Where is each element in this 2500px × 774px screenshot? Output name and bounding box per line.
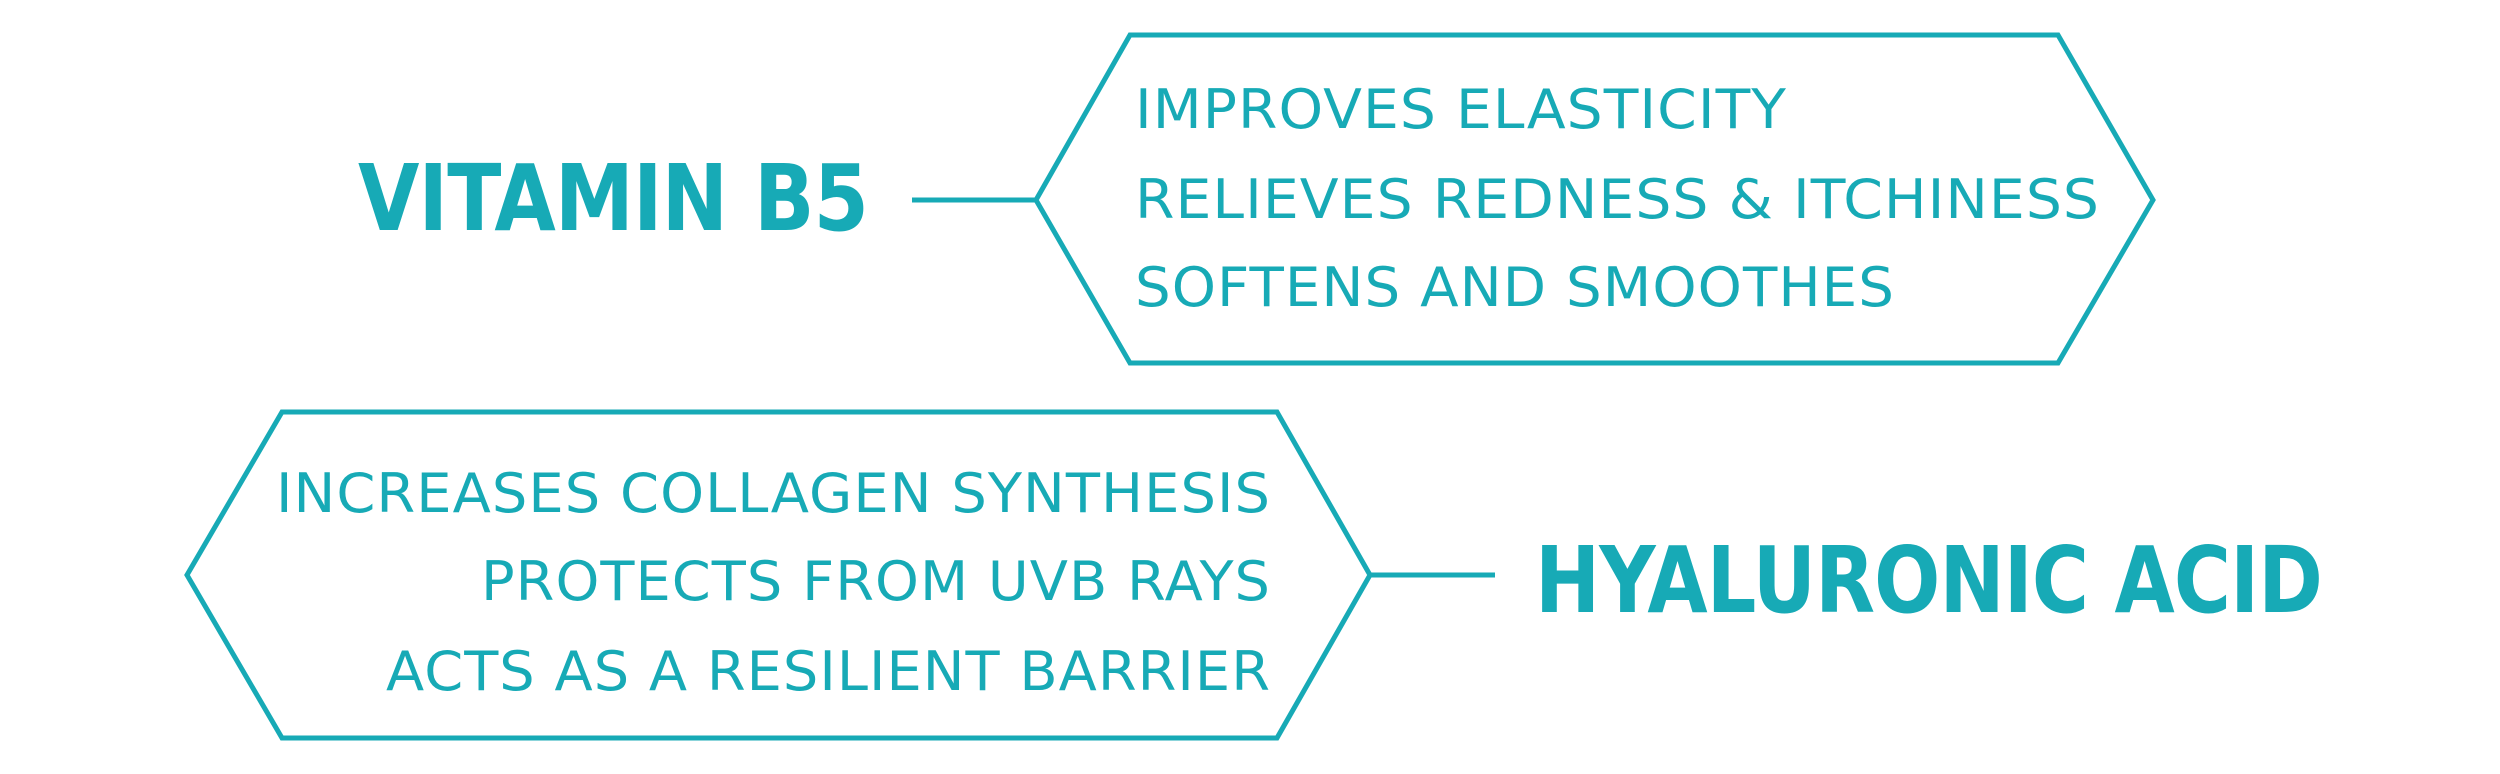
benefit-line-resilient-barrier: ACTS AS A RESILIENT BARRIER	[386, 640, 1271, 703]
benefit-line-improves-elasticity: IMPROVES ELASTICITY	[1135, 78, 1787, 141]
ingredient-name-hyaluronic-acid: HYALURONIC ACID	[1535, 527, 2322, 634]
benefits-hexagon-hyaluronic-acid	[184, 409, 1373, 741]
benefit-line-relieves-redness: RELIEVES REDNESS & ITCHINESS	[1135, 168, 2100, 231]
benefit-line-softens-smoothes: SOFTENS AND SMOOTHES	[1135, 256, 1895, 319]
ingredient-group-vitamin-b5: VITAMIN B5 IMPROVES ELASTICITY RELIEVES …	[358, 32, 2156, 366]
benefits-hexagon-vitamin-b5	[1033, 32, 2156, 366]
benefit-line-increases-collagen: INCREASES COLLAGEN SYNTHESIS	[276, 462, 1271, 525]
ingredient-name-vitamin-b5: VITAMIN B5	[358, 145, 868, 252]
benefit-line-protects-uvb: PROTECTS FROM UVB RAYS	[481, 550, 1271, 613]
ingredient-group-hyaluronic-acid: HYALURONIC ACID INCREASES COLLAGEN SYNTH…	[184, 409, 2323, 741]
